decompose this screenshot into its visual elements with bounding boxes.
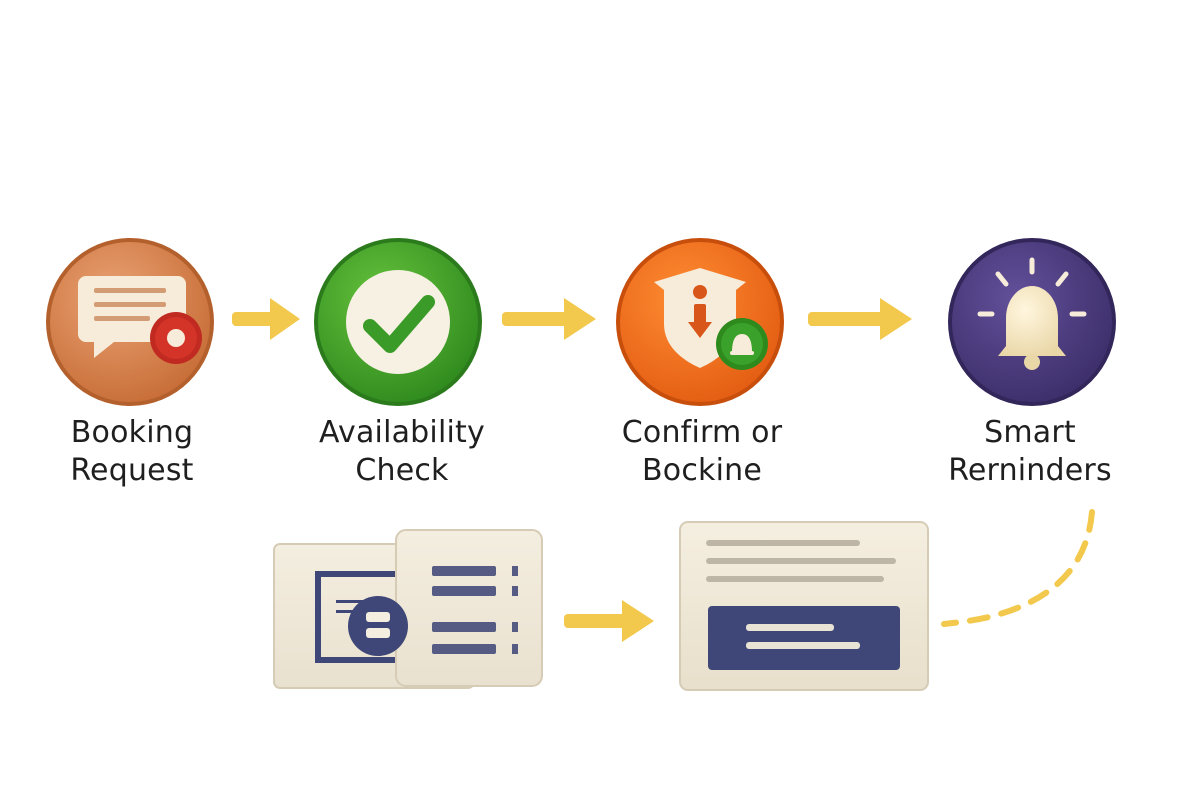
step-label-line: Availability — [282, 414, 522, 452]
flow-arrow-2 — [500, 296, 598, 342]
notification-card — [678, 520, 930, 692]
availability-check-node — [312, 236, 484, 408]
step-label-line: Rerninders — [910, 452, 1150, 490]
bell-icon — [946, 236, 1118, 408]
step-label-confirm-or-decline: Confirm or Bockine — [582, 414, 822, 490]
step-label-booking-request: Booking Request — [12, 414, 252, 490]
shield-info-icon — [614, 236, 786, 408]
message-icon — [44, 236, 216, 408]
step-label-smart-reminders: Smart Rerninders — [910, 414, 1150, 490]
step-label-availability-check: Availability Check — [282, 414, 522, 490]
step-label-line: Confirm or — [582, 414, 822, 452]
step-label-line: Booking — [12, 414, 252, 452]
calendar-list-card — [272, 528, 546, 692]
step-label-line: Smart — [910, 414, 1150, 452]
confirm-or-decline-node — [614, 236, 786, 408]
smart-reminders-node — [946, 236, 1118, 408]
flow-arrow-4 — [562, 598, 656, 644]
booking-request-node — [44, 236, 216, 408]
flow-arrow-1 — [230, 296, 302, 342]
flow-arrow-3 — [806, 296, 914, 342]
step-label-line: Request — [12, 452, 252, 490]
step-label-line: Bockine — [582, 452, 822, 490]
step-label-line: Check — [282, 452, 522, 490]
dashed-connector — [930, 500, 1110, 640]
checkmark-icon — [312, 236, 484, 408]
